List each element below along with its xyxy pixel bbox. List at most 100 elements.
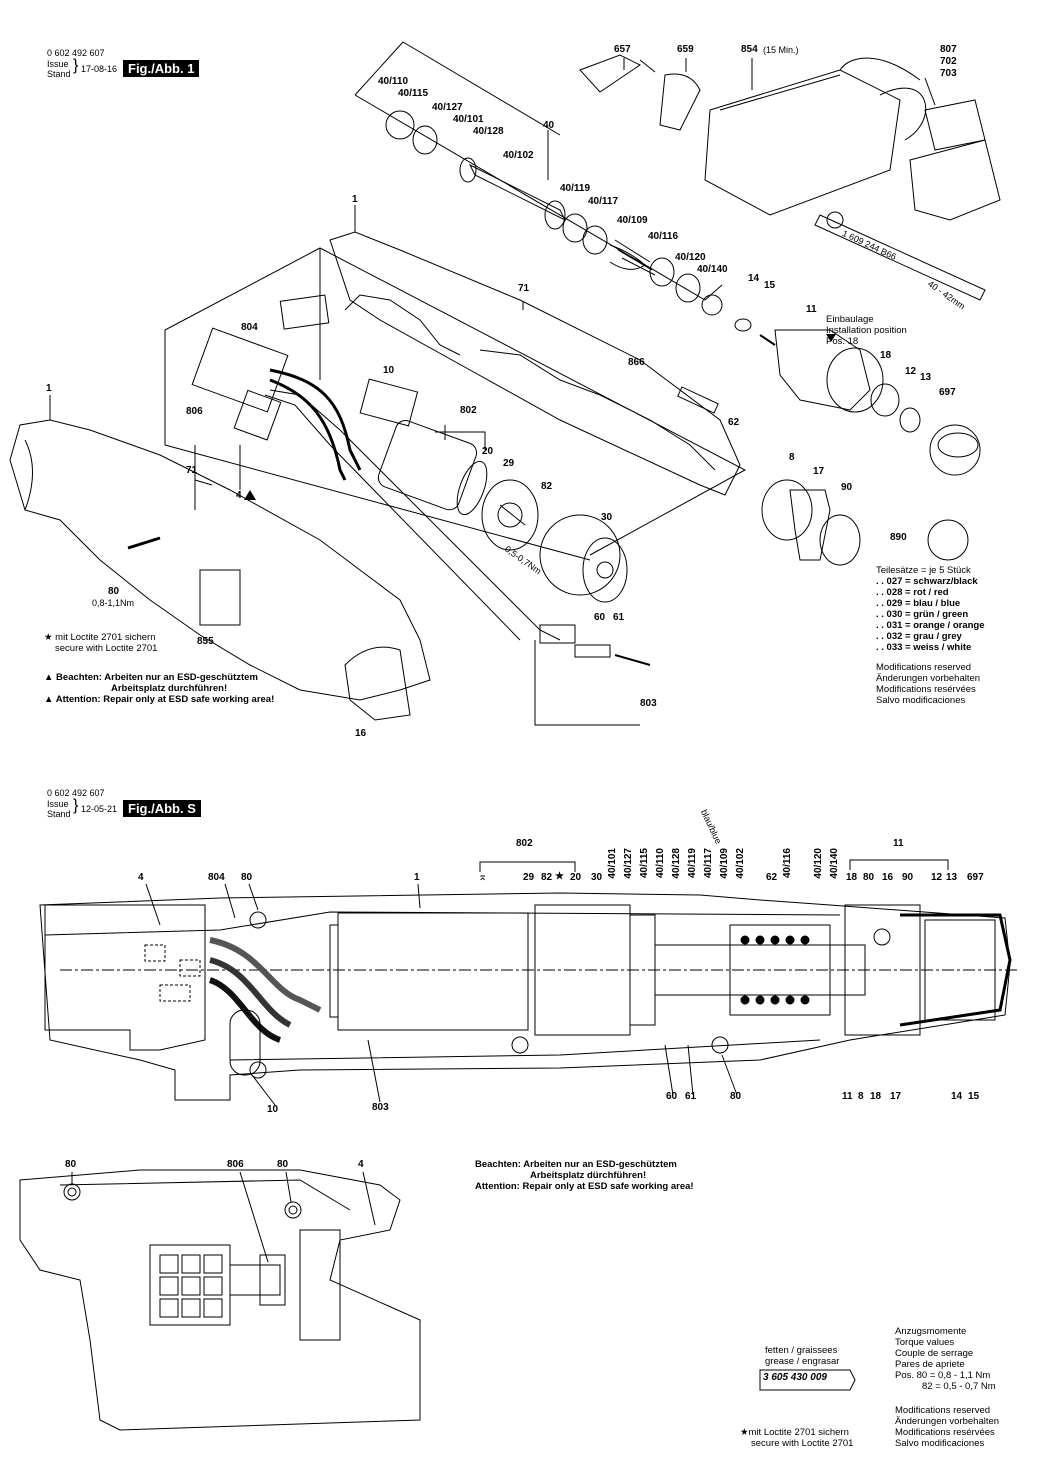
stand-label-bottom: Stand bbox=[47, 809, 71, 819]
callout-11-bottom-b: 11 bbox=[842, 1091, 853, 1102]
fig-label-top: Fig./Abb. 1 bbox=[123, 60, 200, 77]
grease-note: fetten / graissees grease / engrasar bbox=[765, 1345, 839, 1367]
stand-label-top: Stand bbox=[47, 69, 71, 79]
callout-40-116-v: 40/116 bbox=[782, 848, 793, 879]
callout-18-bottom-b: 18 bbox=[870, 1091, 882, 1102]
callout-18-bottom-a: 18 bbox=[846, 872, 858, 883]
callout-40-117-v: 40/117 bbox=[703, 848, 714, 879]
callout-13-bottom: 13 bbox=[946, 872, 958, 883]
callout-80-top: 80 bbox=[108, 586, 120, 597]
kit-item: . . 032 = grau / grey bbox=[876, 631, 962, 642]
torque-line: Couple de serrage bbox=[895, 1348, 974, 1359]
callout-4-detail: 4 bbox=[358, 1159, 364, 1170]
callout-40-127: 40/127 bbox=[432, 102, 463, 113]
callout-40-120-v: 40/120 bbox=[813, 848, 824, 879]
callout-12-bottom: 12 bbox=[931, 872, 943, 883]
star-icon: ★ bbox=[740, 1427, 749, 1438]
warning-triangle-icon: ▲ bbox=[44, 694, 54, 705]
esd-attention: Attention: bbox=[55, 694, 101, 705]
torque-pos80-value: 0,8 - 1,1 Nm bbox=[938, 1370, 991, 1381]
mod-line: Änderungen vorbehalten bbox=[876, 673, 981, 684]
esd-de2: Arbeitsplatz durchführen! bbox=[111, 683, 228, 694]
callout-90-top: 90 bbox=[841, 482, 853, 493]
callout-30-bottom: 30 bbox=[591, 872, 603, 883]
issue-label-bottom: Issue bbox=[47, 799, 69, 809]
callout-20: 20 bbox=[482, 446, 494, 457]
callout-40-116: 40/116 bbox=[648, 231, 679, 242]
brace-bottom: } bbox=[73, 797, 79, 814]
callout-8-top: 8 bbox=[789, 452, 795, 463]
callout-62: 62 bbox=[728, 417, 740, 428]
callout-40-117: 40/117 bbox=[588, 196, 619, 207]
callout-62-bottom: 62 bbox=[766, 872, 778, 883]
callout-30: 30 bbox=[601, 512, 613, 523]
modifications-bottom: Modifications reserved Änderungen vorbeh… bbox=[895, 1405, 999, 1449]
callout-61-top: 61 bbox=[613, 612, 625, 623]
callout-40-110: 40/110 bbox=[378, 76, 409, 87]
mod-line: Modifications reserved bbox=[876, 662, 972, 673]
loctite-note-top: ★ mit Loctite 2701 sichern secure with L… bbox=[44, 632, 157, 654]
date-bottom: 12-05-21 bbox=[81, 804, 118, 814]
callout-40-128: 40/128 bbox=[473, 126, 504, 137]
part-number-bottom: 0 602 492 607 bbox=[47, 788, 105, 798]
kit-title: Teilesätze = je 5 Stück bbox=[876, 565, 971, 576]
mod-line: Modifications resérvées bbox=[895, 1427, 995, 1438]
torque-80-top: 0,8-1,1Nm bbox=[92, 598, 135, 608]
warning-triangle-icon: ▲ bbox=[44, 672, 54, 683]
mod-line: Modifications resérvées bbox=[876, 684, 976, 695]
callout-4-bottom: 4 bbox=[138, 872, 144, 883]
torque-line: Pares de apriete bbox=[895, 1359, 965, 1370]
callout-802-bottom: 802 bbox=[516, 838, 533, 849]
callout-15-bottom: 15 bbox=[968, 1091, 980, 1102]
esd-de1: Arbeiten nur an ESD-geschütztem bbox=[523, 1159, 677, 1170]
torque-pos82-label: 82 = bbox=[922, 1381, 941, 1392]
callout-80-detail-a: 80 bbox=[65, 1159, 77, 1170]
kit-item: . . 029 = blau / blue bbox=[876, 598, 961, 609]
callout-40-110-v: 40/110 bbox=[655, 848, 666, 879]
mod-line: Salvo modificaciones bbox=[876, 695, 966, 706]
callout-697-bottom: 697 bbox=[967, 872, 984, 883]
loctite-note-bottom: ★mit Loctite 2701 sichern secure with Lo… bbox=[740, 1427, 853, 1449]
callout-855: 855 bbox=[197, 636, 214, 647]
callout-806-detail: 806 bbox=[227, 1159, 244, 1170]
loctite-line1: mit Loctite 2701 sichern bbox=[55, 632, 156, 643]
callout-16: 16 bbox=[355, 728, 367, 739]
esd-beachten: Beachten: bbox=[56, 672, 102, 683]
callout-40-119-v: 40/119 bbox=[687, 848, 698, 879]
loctite-line1: mit Loctite 2701 sichern bbox=[748, 1427, 849, 1438]
install-line2: Installation position bbox=[826, 325, 907, 336]
callout-866: 866 bbox=[628, 357, 645, 368]
callout-40-127-v: 40/127 bbox=[623, 848, 634, 879]
callout-10-bottom: 10 bbox=[267, 1104, 279, 1115]
esd-note-bottom: Beachten: Arbeiten nur an ESD-geschützte… bbox=[475, 1159, 694, 1192]
callout-80-bottom-c: 80 bbox=[730, 1091, 742, 1102]
callout-40-101: 40/101 bbox=[453, 114, 484, 125]
callout-60-top: 60 bbox=[594, 612, 606, 623]
torque-line: Torque values bbox=[895, 1337, 955, 1348]
grease-line1: fetten / graissees bbox=[765, 1345, 838, 1356]
callout-29: 29 bbox=[503, 458, 515, 469]
grease-part-number: 3 605 430 009 bbox=[763, 1372, 827, 1383]
esd-attention: Attention: bbox=[475, 1181, 520, 1192]
callout-40-140-v: 40/140 bbox=[829, 848, 840, 879]
callout-804-bottom: 804 bbox=[208, 872, 225, 883]
callout-40-109: 40/109 bbox=[617, 215, 648, 226]
callout-804: 804 bbox=[241, 322, 258, 333]
callout-40-102: 40/102 bbox=[503, 150, 534, 161]
esd-note-top: ▲ Beachten: Arbeiten nur an ESD-geschütz… bbox=[44, 672, 274, 705]
callout-40-102-v: 40/102 bbox=[735, 848, 746, 879]
callout-806: 806 bbox=[186, 406, 203, 417]
brace-top: } bbox=[73, 57, 79, 74]
callout-697-top: 697 bbox=[939, 387, 956, 398]
callout-11-top: 11 bbox=[806, 304, 817, 315]
callout-4: 4 bbox=[236, 490, 242, 501]
date-top: 17-08-16 bbox=[81, 64, 118, 74]
fig-label-bottom: Fig./Abb. S bbox=[123, 800, 201, 817]
kit-item: . . 031 = orange / orange bbox=[876, 620, 985, 631]
callout-40-101-v: 40/101 bbox=[607, 848, 618, 879]
callout-1-bottom: 1 bbox=[414, 872, 420, 883]
callout-1-housing: 1 bbox=[352, 194, 358, 205]
esd-de2: Arbeitsplatz dürchführen! bbox=[530, 1170, 647, 1181]
